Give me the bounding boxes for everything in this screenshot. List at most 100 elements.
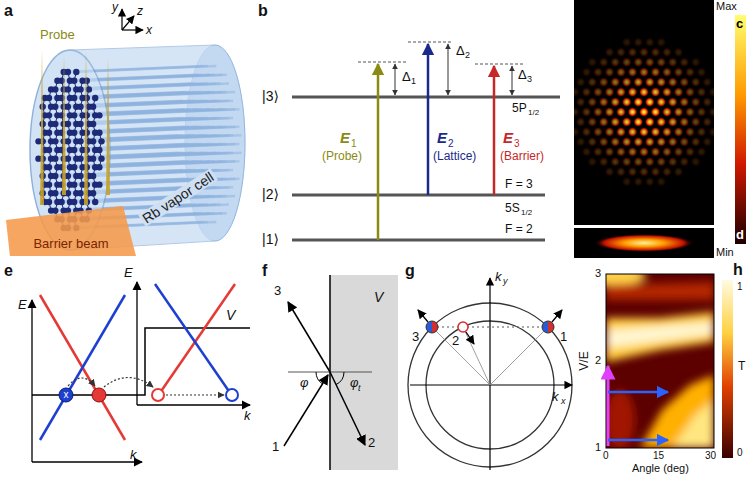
lattice-spot [679,77,689,87]
lattice-spot [633,97,643,107]
waveguide-rod [99,109,239,115]
panel-letter: h [733,262,743,278]
lattice-site [98,138,104,144]
lattice-spot [633,157,643,167]
k-space-sketch [410,278,572,470]
lattice-spot [702,97,712,107]
state-label: |3⟩ [262,89,279,103]
waveguide-rod [93,118,233,124]
lattice-site [71,129,77,135]
lattice-spot [679,57,689,67]
lattice-spot [587,117,597,127]
angle-label: φ [350,376,358,389]
lattice-site [52,86,58,92]
k-space-sketch [410,384,572,385]
lattice-spot [639,167,649,177]
lattice-spot [662,87,672,97]
level-diagram [292,194,545,197]
scale-label: Max [716,1,737,12]
lattice-site [52,155,58,161]
lattice-spot [668,117,678,127]
panel-letter: g [405,263,415,279]
subscript: 1 [351,139,357,149]
lattice-spot [610,97,620,107]
state-label: |1⟩ [262,232,279,246]
lattice-spot [628,47,638,57]
scale-label: 0 [737,448,743,458]
lattice-spot [702,137,712,147]
subscript: 1 [411,77,416,86]
dispersion-sketch [137,404,250,405]
tick-label: 0 [603,451,609,461]
lattice-spot [685,127,695,137]
lattice-spot [593,127,603,137]
lattice-spot [697,87,707,97]
lattice-spot [599,157,609,167]
lattice-site [84,95,90,101]
waveguide-rod [99,144,239,150]
lattice-spot [576,97,586,107]
lattice-spot [587,77,597,87]
field-label: E [340,130,350,145]
k-space-sketch [432,327,548,328]
lattice-spot [697,127,707,137]
lattice-spot [645,37,655,47]
lattice-spot [593,87,603,97]
lattice-site [90,138,96,144]
lattice-spot [697,67,707,77]
dispersion-sketch [155,284,235,400]
detuning-label: Δ [518,68,527,81]
tick-label: 3 [595,268,601,279]
lattice-spot [593,67,603,77]
potential-label: V [374,290,383,304]
refraction-sketch [284,375,328,446]
lattice-spot [651,147,661,157]
panel-letter: a [4,3,13,19]
lattice-spot [662,147,672,157]
k-space-sketch [418,310,428,322]
lattice-spot [593,147,603,157]
lattice-site [90,173,96,179]
transmission-map [608,439,668,442]
k-space-sketch [542,321,554,333]
lattice-spot [691,97,701,107]
dispersion-sketch [166,394,224,395]
level-diagram [512,66,513,95]
lattice-site [52,173,58,179]
lattice-spot [599,97,609,107]
probe-needle [40,48,44,205]
transmission-map [606,312,714,362]
scale-label: Min [716,247,734,258]
dispersion-sketch [68,378,224,396]
dispersion-sketch [32,282,250,462]
lattice-spot [616,127,626,137]
lattice-site [52,103,58,109]
lattice-site [58,199,64,205]
lattice-site [96,181,102,187]
waveguide-rod [99,127,239,133]
axis-label: z [137,5,143,17]
level-diagram [292,239,545,242]
level-label: F = 3 [505,178,533,190]
k-space-sketch [426,321,432,333]
lattice-spot [639,47,649,57]
axis-label: y [112,1,118,13]
axis-label: k [495,270,502,283]
lattice-spot [702,117,712,127]
lattice-spot [605,167,615,177]
lattice-spot [685,147,695,157]
lattice-site [52,138,58,144]
lattice-spot [605,107,615,117]
subscript: t [358,384,361,393]
waveguide-rod [39,66,242,228]
lattice-spot [662,107,672,117]
lattice-site [92,199,98,205]
lattice-spot [651,167,661,177]
k-space-sketch [490,327,548,385]
axis-title: Angle (deg) [632,463,689,474]
transmission-map [722,280,733,458]
transmission-map [640,375,714,448]
level-diagram [493,66,496,195]
k-space-sketch [432,321,438,333]
angle-label: φ [300,376,308,389]
